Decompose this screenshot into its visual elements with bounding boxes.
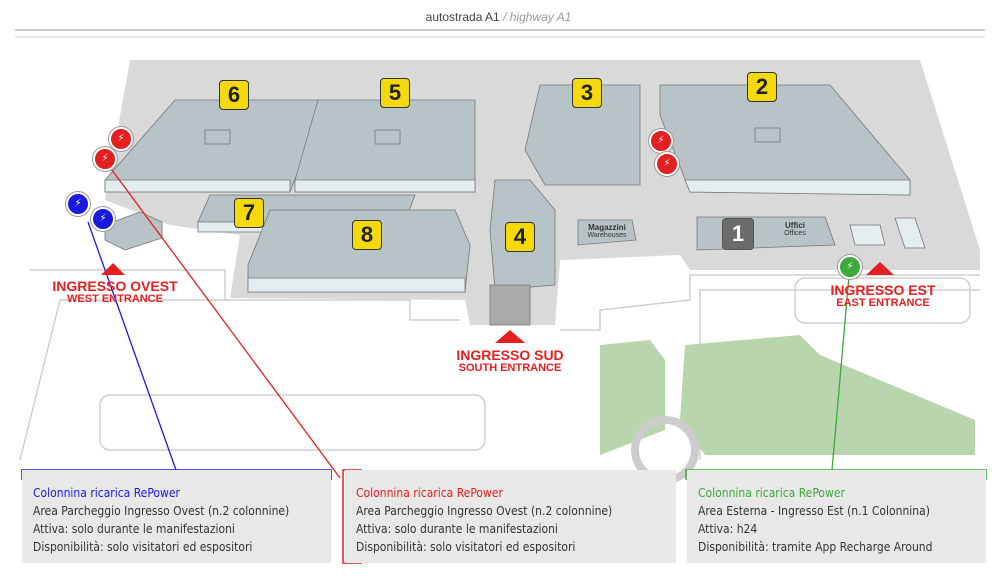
red-car-charging-icon[interactable]: ⚡ xyxy=(649,129,673,153)
green-area xyxy=(680,335,975,455)
charger-active: Attiva: solo durante le manifestazioni xyxy=(33,522,235,536)
charger-availability: Disponibilità: tramite App Recharge Arou… xyxy=(698,540,933,554)
west-entrance-en: WEST ENTRANCE xyxy=(67,292,163,305)
highway-label: autostrada A1 / highway A1 xyxy=(0,10,997,24)
hall-badge-7[interactable]: 7 xyxy=(234,198,264,228)
warehouses-label-en: Warehouses xyxy=(587,232,627,239)
charger-info-blue: Colonnina ricarica RePower Area Parchegg… xyxy=(22,470,331,563)
hall-badge-8[interactable]: 8 xyxy=(352,220,382,250)
charger-availability: Disponibilità: solo visitatori ed esposi… xyxy=(356,540,576,554)
south-entrance-en: SOUTH ENTRANCE xyxy=(458,361,562,374)
charger-active: Attiva: solo durante le manifestazioni xyxy=(356,522,558,536)
charger-title: Colonnina ricarica RePower xyxy=(698,486,845,500)
green-area xyxy=(600,340,665,455)
hall-badge-5[interactable]: 5 xyxy=(380,78,410,108)
charger-info-red: Colonnina ricarica RePower Area Parchegg… xyxy=(345,470,676,563)
charger-active: Attiva: h24 xyxy=(698,522,758,536)
charger-area: Area Esterna - Ingresso Est (n.1 Colonni… xyxy=(698,504,930,518)
hall-5 xyxy=(294,99,476,193)
hall-badge-2[interactable]: 2 xyxy=(747,72,777,102)
west-entrance-it: INGRESSO OVEST xyxy=(52,278,178,294)
hall-badge-6[interactable]: 6 xyxy=(219,80,249,110)
hall-badge-1[interactable]: 1 xyxy=(722,218,754,250)
red-car-charging-icon[interactable]: ⚡ xyxy=(109,127,133,151)
red-car-charging-icon[interactable]: ⚡ xyxy=(655,152,679,176)
south-entrance-triangle-icon xyxy=(495,330,525,343)
blue-car-charging-icon[interactable]: ⚡ xyxy=(91,207,115,231)
hall-3 xyxy=(524,84,641,186)
east-entrance-triangle-icon xyxy=(866,262,894,275)
warehouses-label-it: Magazzini xyxy=(588,223,626,232)
charger-title: Colonnina ricarica RePower xyxy=(33,486,180,500)
south-entrance-it: INGRESSO SUD xyxy=(456,347,564,363)
highway-name-en: / highway A1 xyxy=(503,10,572,24)
green-car-charging-icon[interactable]: ⚡ xyxy=(838,255,862,279)
red-car-charging-icon[interactable]: ⚡ xyxy=(93,147,117,171)
east-entrance-en: EAST ENTRANCE xyxy=(836,296,930,309)
east-entrance-it: INGRESSO EST xyxy=(830,282,936,298)
charger-area: Area Parcheggio Ingresso Ovest (n.2 colo… xyxy=(33,504,290,518)
hall-badge-4[interactable]: 4 xyxy=(505,222,535,252)
hall-badge-3[interactable]: 3 xyxy=(572,78,602,108)
warehouses-building xyxy=(577,219,637,246)
offices-label-en: Offices xyxy=(784,230,806,237)
charger-info-green: Colonnina ricarica RePower Area Esterna … xyxy=(687,470,986,563)
offices-label-it: Uffici xyxy=(785,221,805,230)
blue-car-charging-icon[interactable]: ⚡ xyxy=(66,192,90,216)
highway-name: autostrada A1 xyxy=(425,10,500,24)
charger-area: Area Parcheggio Ingresso Ovest (n.2 colo… xyxy=(356,504,613,518)
charger-title: Colonnina ricarica RePower xyxy=(356,486,503,500)
west-entrance-triangle-icon xyxy=(101,263,125,275)
charger-availability: Disponibilità: solo visitatori ed esposi… xyxy=(33,540,253,554)
